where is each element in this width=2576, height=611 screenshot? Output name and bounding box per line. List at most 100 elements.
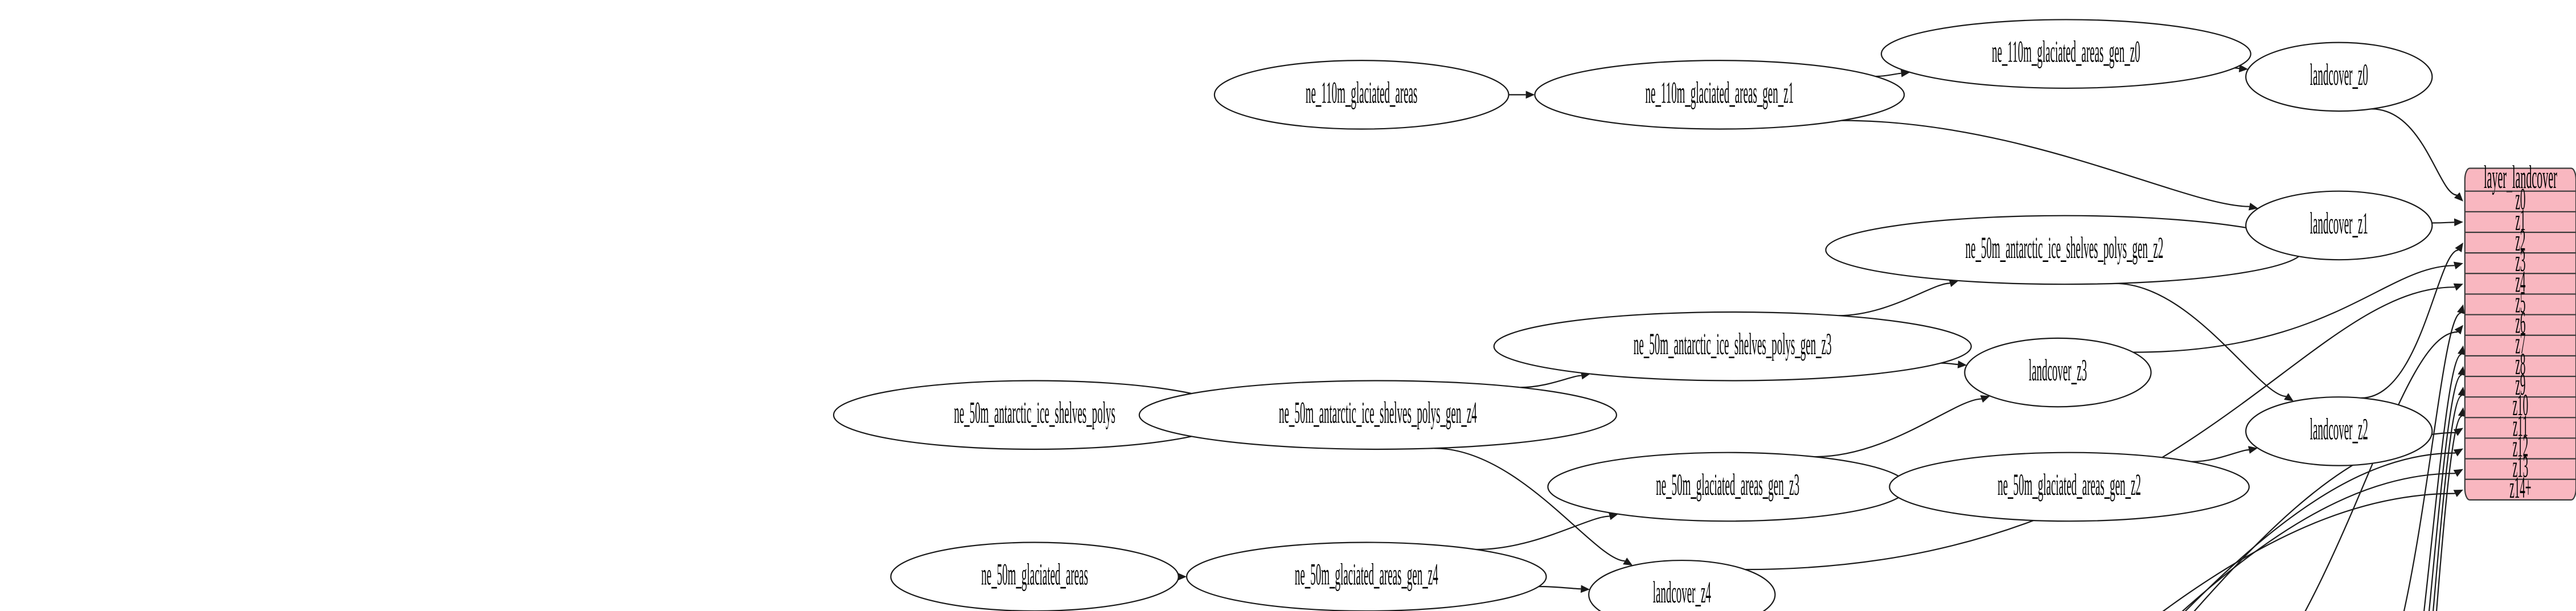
edge-arrowhead bbox=[1178, 572, 1187, 581]
edge-arrowhead bbox=[2248, 446, 2258, 454]
graph-node-landcover_z1[interactable]: landcover_z1 bbox=[2246, 191, 2432, 260]
graph-edge bbox=[1434, 448, 1625, 561]
edge-arrowhead bbox=[2458, 366, 2466, 376]
node-label: ne_50m_glaciated_areas_gen_z4 bbox=[1295, 557, 1438, 592]
node-label: landcover_z0 bbox=[2310, 58, 2368, 92]
graph-node-landcover_z2[interactable]: landcover_z2 bbox=[2246, 397, 2432, 465]
node-label: ne_110m_glaciated_areas bbox=[1306, 75, 1417, 109]
record-row-z8[interactable]: z8 bbox=[2515, 347, 2525, 381]
graph-edge bbox=[2340, 396, 2462, 611]
node-ellipse bbox=[2246, 191, 2432, 260]
edge-arrowhead bbox=[2453, 261, 2463, 269]
node-ellipse bbox=[1889, 453, 2249, 521]
graph-node-ne_50m_antarctic_ice_shelves_polys_gen_z3[interactable]: ne_50m_antarctic_ice_shelves_polys_gen_z… bbox=[1494, 312, 1971, 380]
edge-arrowhead bbox=[2284, 393, 2294, 401]
record-row-z0[interactable]: z0 bbox=[2515, 182, 2525, 216]
node-ellipse bbox=[1215, 60, 1509, 129]
record-table-layer: layer_landcoverz0z1z2z3z4z5z6z7z8z9z10z1… bbox=[2465, 160, 2576, 505]
record-row-z13[interactable]: z13 bbox=[2513, 450, 2528, 484]
record-row-z9[interactable]: z9 bbox=[2515, 367, 2525, 401]
graph-edge bbox=[2192, 450, 2249, 462]
node-label: ne_110m_glaciated_areas_gen_z1 bbox=[1646, 75, 1794, 109]
record-row-z7[interactable]: z7 bbox=[2515, 326, 2525, 360]
edge-arrowhead bbox=[1525, 91, 1535, 99]
edge-arrowhead bbox=[2454, 192, 2463, 202]
graph-node-ne_50m_antarctic_ice_shelves_polys_gen_z2[interactable]: ne_50m_antarctic_ice_shelves_polys_gen_z… bbox=[1826, 216, 2303, 284]
edge-arrowhead bbox=[1623, 557, 1633, 566]
record-row-z11[interactable]: z11 bbox=[2513, 408, 2528, 442]
node-ellipse bbox=[1187, 543, 1547, 611]
edge-arrowhead bbox=[2248, 202, 2258, 211]
graph-edge bbox=[1476, 516, 1610, 550]
graph-edge bbox=[2094, 332, 2458, 611]
node-ellipse bbox=[2246, 397, 2432, 465]
graph-node-ne_50m_antarctic_ice_shelves_polys[interactable]: ne_50m_antarctic_ice_shelves_polys bbox=[834, 380, 1236, 449]
record-row-z12[interactable]: z12 bbox=[2513, 429, 2528, 463]
record-row-z4[interactable]: z4 bbox=[2515, 264, 2525, 298]
edge-arrowhead bbox=[1949, 279, 1959, 287]
graph-edge bbox=[1876, 73, 1901, 76]
graph-node-ne_50m_glaciated_areas_gen_z3[interactable]: ne_50m_glaciated_areas_gen_z3 bbox=[1548, 453, 1908, 521]
node-ellipse bbox=[1494, 312, 1971, 380]
node-label: landcover_z3 bbox=[2029, 353, 2087, 387]
node-label: ne_50m_antarctic_ice_shelves_polys_gen_z… bbox=[1279, 396, 1477, 430]
edge-arrowhead bbox=[2453, 283, 2463, 291]
record-row-z6[interactable]: z6 bbox=[2515, 305, 2525, 339]
node-label: landcover_z4 bbox=[1653, 575, 1711, 609]
node-label: ne_50m_glaciated_areas_gen_z2 bbox=[1997, 468, 2141, 502]
node-ellipse bbox=[1589, 560, 1775, 611]
record-row-z3[interactable]: z3 bbox=[2515, 244, 2525, 278]
record-row-z1[interactable]: z1 bbox=[2515, 203, 2525, 237]
graph-edge bbox=[1070, 433, 2455, 611]
graph-edge bbox=[843, 453, 2455, 611]
graph-edge bbox=[2372, 109, 2457, 195]
node-label: ne_50m_glaciated_areas_gen_z3 bbox=[1656, 468, 1799, 502]
graph-edge bbox=[2345, 313, 2461, 611]
edge-arrowhead bbox=[1580, 585, 1590, 593]
record-row-z10[interactable]: z10 bbox=[2513, 388, 2528, 422]
node-label: ne_50m_antarctic_ice_shelves_polys_gen_z… bbox=[1634, 327, 1832, 361]
graph-edge bbox=[2133, 265, 2454, 352]
graph-edge bbox=[618, 473, 2455, 611]
graph-node-ne_110m_glaciated_areas_gen_z1[interactable]: ne_110m_glaciated_areas_gen_z1 bbox=[1535, 60, 1904, 129]
record-row-z2[interactable]: z2 bbox=[2515, 223, 2525, 257]
graph-edge bbox=[2115, 284, 2286, 396]
node-label: ne_50m_antarctic_ice_shelves_polys bbox=[954, 396, 1115, 430]
edge-arrowhead bbox=[2454, 218, 2463, 227]
node-label: landcover_z2 bbox=[2310, 412, 2368, 446]
graph-edge bbox=[1745, 287, 2455, 569]
graph-node-ne_50m_glaciated_areas_gen_z4[interactable]: ne_50m_glaciated_areas_gen_z4 bbox=[1187, 543, 1547, 611]
node-label: ne_50m_antarctic_ice_shelves_polys_gen_z… bbox=[1966, 231, 2164, 265]
graph-node-landcover_z0[interactable]: landcover_z0 bbox=[2246, 43, 2432, 111]
graph-node-ne_110m_glaciated_areas[interactable]: ne_110m_glaciated_areas bbox=[1215, 60, 1509, 129]
node-label: ne_50m_glaciated_areas bbox=[981, 557, 1088, 592]
graph-node-ne_110m_glaciated_areas_gen_z0[interactable]: ne_110m_glaciated_areas_gen_z0 bbox=[1881, 19, 2251, 88]
edge-arrowhead bbox=[2458, 387, 2466, 396]
edge-arrowhead bbox=[2453, 448, 2463, 457]
node-ellipse bbox=[2246, 43, 2432, 111]
edge-arrowhead bbox=[1901, 69, 1910, 77]
graph-node-landcover_z3[interactable]: landcover_z3 bbox=[1964, 338, 2151, 407]
graph-node-ne_50m_glaciated_areas[interactable]: ne_50m_glaciated_areas bbox=[891, 543, 1178, 611]
graph-node-ne_50m_glaciated_areas_gen_z2[interactable]: ne_50m_glaciated_areas_gen_z2 bbox=[1889, 453, 2249, 521]
nodes-layer: imposm3osm_landcover_polygonsimplify_vw_… bbox=[0, 19, 2473, 611]
edge-arrowhead bbox=[1957, 360, 1967, 368]
record-row-z14+[interactable]: z14+ bbox=[2509, 470, 2531, 505]
edges-layer bbox=[618, 64, 2466, 611]
record-row-z5[interactable]: z5 bbox=[2515, 285, 2525, 319]
graph-edge bbox=[2432, 222, 2454, 223]
graph-edge bbox=[1539, 587, 1581, 589]
node-ellipse bbox=[1964, 338, 2151, 407]
node-ellipse bbox=[1139, 380, 1617, 449]
graph-node-ne_50m_antarctic_ice_shelves_polys_gen_z4[interactable]: ne_50m_antarctic_ice_shelves_polys_gen_z… bbox=[1139, 380, 1617, 449]
edge-arrowhead bbox=[2458, 345, 2466, 355]
edge-arrowhead bbox=[2457, 304, 2465, 314]
layer-landcover-record-table[interactable]: layer_landcoverz0z1z2z3z4z5z6z7z8z9z10z1… bbox=[2465, 160, 2576, 505]
graph-edge bbox=[1841, 121, 2249, 207]
node-label: ne_110m_glaciated_areas_gen_z0 bbox=[1992, 35, 2140, 69]
graph-node-landcover_z4[interactable]: landcover_z4 bbox=[1589, 560, 1775, 611]
edge-arrowhead bbox=[2453, 489, 2463, 497]
edge-arrowhead bbox=[2455, 243, 2463, 253]
